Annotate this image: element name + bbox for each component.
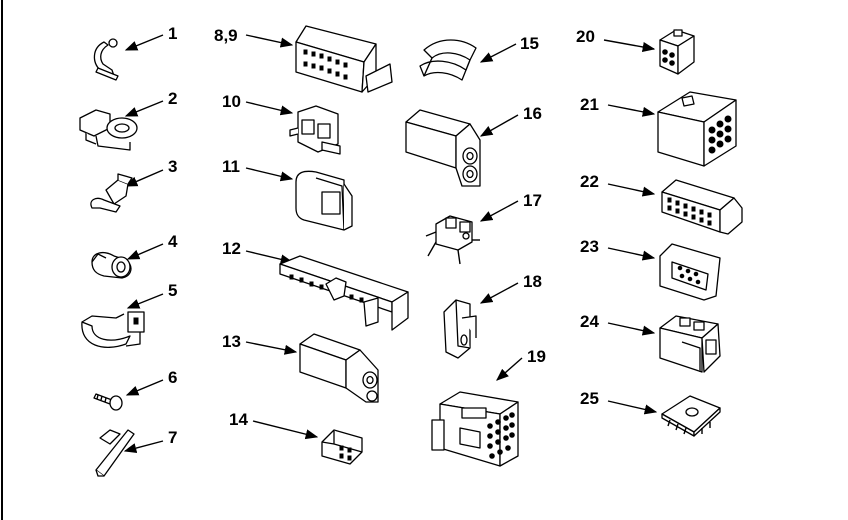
callout-17: 17 xyxy=(523,191,542,210)
callout-5: 5 xyxy=(168,281,177,300)
part-20-small-cube xyxy=(659,29,695,75)
callout-8-9: 8,9 xyxy=(214,26,238,45)
part-12-long-housing xyxy=(279,255,409,331)
part-1-clip xyxy=(93,38,119,81)
part-11-latch-connector xyxy=(295,170,353,231)
part-8-9-housing xyxy=(295,25,393,93)
callout-18: 18 xyxy=(523,272,542,291)
callout-10: 10 xyxy=(222,92,241,111)
part-23-d-connector xyxy=(659,243,721,301)
part-13-two-pin-housing xyxy=(299,333,379,403)
part-15-sleeve xyxy=(419,39,477,81)
callout-11: 11 xyxy=(222,157,240,176)
callout-7: 7 xyxy=(168,428,177,447)
callout-20: 20 xyxy=(576,27,595,46)
part-14-small-plug xyxy=(321,429,363,465)
callout-22: 22 xyxy=(580,172,599,191)
callout-25: 25 xyxy=(580,389,599,408)
part-7-bar-clip xyxy=(95,429,135,477)
callout-13: 13 xyxy=(222,332,241,351)
part-5-cable-clamp xyxy=(81,311,145,348)
leader-arrows xyxy=(123,34,658,453)
callout-2: 2 xyxy=(168,89,177,108)
part-17-pin-block xyxy=(425,215,480,265)
callout-16: 16 xyxy=(523,104,542,123)
callout-15: 15 xyxy=(520,34,539,53)
callout-23: 23 xyxy=(580,237,599,256)
part-4-grommet xyxy=(91,251,132,279)
part-25-flat-board xyxy=(661,395,721,437)
part-10-connector xyxy=(289,105,341,155)
part-19-multi-pin-connector xyxy=(431,391,519,467)
callout-4: 4 xyxy=(168,232,178,251)
callout-1: 1 xyxy=(168,24,177,43)
part-3-bracket-clip xyxy=(90,173,133,213)
callout-3: 3 xyxy=(168,157,177,176)
part-16-two-cavity-housing xyxy=(405,109,481,187)
part-24-latched-housing xyxy=(659,315,721,373)
callout-12: 12 xyxy=(222,239,241,258)
part-21-large-block xyxy=(657,91,737,167)
part-18-clip-housing xyxy=(443,299,477,359)
part-6-screw xyxy=(93,393,123,411)
part-2-wire-clamp xyxy=(79,109,138,151)
part-22-multi-row-connector xyxy=(661,179,743,235)
callout-24: 24 xyxy=(580,312,599,331)
callout-14: 14 xyxy=(229,410,248,429)
callout-6: 6 xyxy=(168,368,177,387)
callout-21: 21 xyxy=(580,95,599,114)
callout-19: 19 xyxy=(527,347,546,366)
